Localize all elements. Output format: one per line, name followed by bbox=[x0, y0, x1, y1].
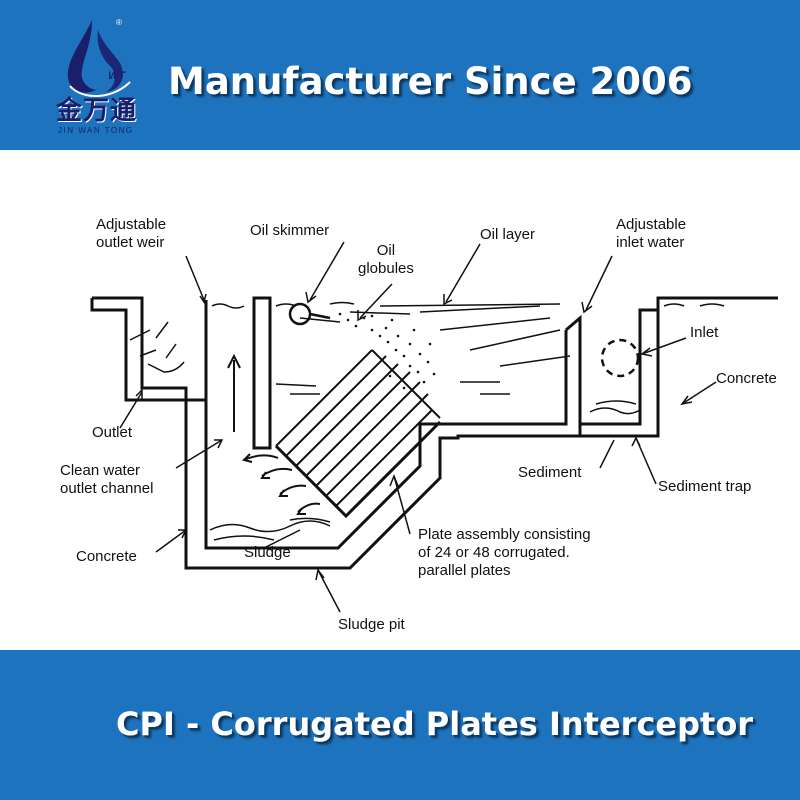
label-line: Adjustable bbox=[616, 216, 687, 233]
top-banner bbox=[0, 0, 800, 150]
inlet-weir bbox=[565, 314, 582, 424]
outlet-box bbox=[90, 298, 208, 402]
bottom-banner bbox=[0, 650, 800, 800]
label-concrete-right: Concrete bbox=[716, 370, 777, 387]
water-drop-logo-icon bbox=[67, 20, 131, 98]
label-sediment-trap: Sediment trap bbox=[658, 478, 752, 495]
logo-chinese-text: 金万通 bbox=[56, 96, 138, 126]
label-line: parallel plates bbox=[418, 562, 511, 579]
label-inlet: Inlet bbox=[690, 324, 719, 341]
cpi-diagram bbox=[90, 241, 778, 613]
label-line: outlet channel bbox=[60, 480, 154, 497]
label-line: inlet water bbox=[616, 234, 685, 251]
inlet-chamber bbox=[578, 296, 778, 438]
label-outlet: Outlet bbox=[92, 424, 133, 441]
sediment-trap-wall bbox=[440, 434, 580, 440]
label-plate-assembly: Plate assembly consisting of 24 or 48 co… bbox=[418, 526, 591, 580]
label-oil-globules: Oil globules bbox=[358, 242, 414, 278]
baffle-wall bbox=[252, 296, 272, 450]
label-sludge: Sludge bbox=[244, 544, 291, 561]
label-clean-water-outlet-channel: Clean water outlet channel bbox=[60, 462, 153, 498]
label-line: Adjustable bbox=[96, 216, 167, 233]
flow-arrows bbox=[227, 353, 321, 515]
oil-skimmer-icon bbox=[288, 302, 331, 326]
label-line: Plate assembly consisting bbox=[418, 526, 591, 543]
label-adjustable-inlet-water: Adjustable inlet water bbox=[616, 216, 686, 252]
label-oil-skimmer: Oil skimmer bbox=[250, 222, 330, 239]
label-concrete-left: Concrete bbox=[76, 548, 137, 565]
logo-mark: WT bbox=[108, 70, 126, 82]
inlet-opening bbox=[600, 338, 640, 378]
oil-globules bbox=[338, 312, 436, 390]
label-line: globules bbox=[358, 260, 414, 277]
label-oil-layer: Oil layer bbox=[480, 226, 536, 243]
logo-english-text: JIN WAN TONG bbox=[58, 126, 134, 135]
label-line: Clean water bbox=[60, 462, 141, 479]
outlet-flow bbox=[129, 321, 185, 373]
label-sludge-pit: Sludge pit bbox=[338, 616, 405, 633]
label-adjustable-outlet-weir: Adjustable outlet weir bbox=[96, 216, 166, 252]
registered-mark: ® bbox=[116, 18, 122, 27]
label-line: of 24 or 48 corrugated. bbox=[418, 544, 570, 561]
concrete-outer-wall bbox=[92, 296, 458, 570]
label-line: Oil bbox=[376, 242, 396, 259]
label-line: outlet weir bbox=[96, 234, 165, 251]
leader-lines bbox=[119, 241, 717, 613]
header-title: Manufacturer Since 2006 bbox=[168, 60, 693, 103]
clean-water-channel bbox=[204, 300, 568, 550]
footer-title: CPI - Corrugated Plates Interceptor bbox=[116, 705, 754, 743]
water-surface bbox=[209, 301, 725, 541]
plate-assembly bbox=[274, 349, 442, 519]
label-sediment: Sediment bbox=[518, 464, 582, 481]
